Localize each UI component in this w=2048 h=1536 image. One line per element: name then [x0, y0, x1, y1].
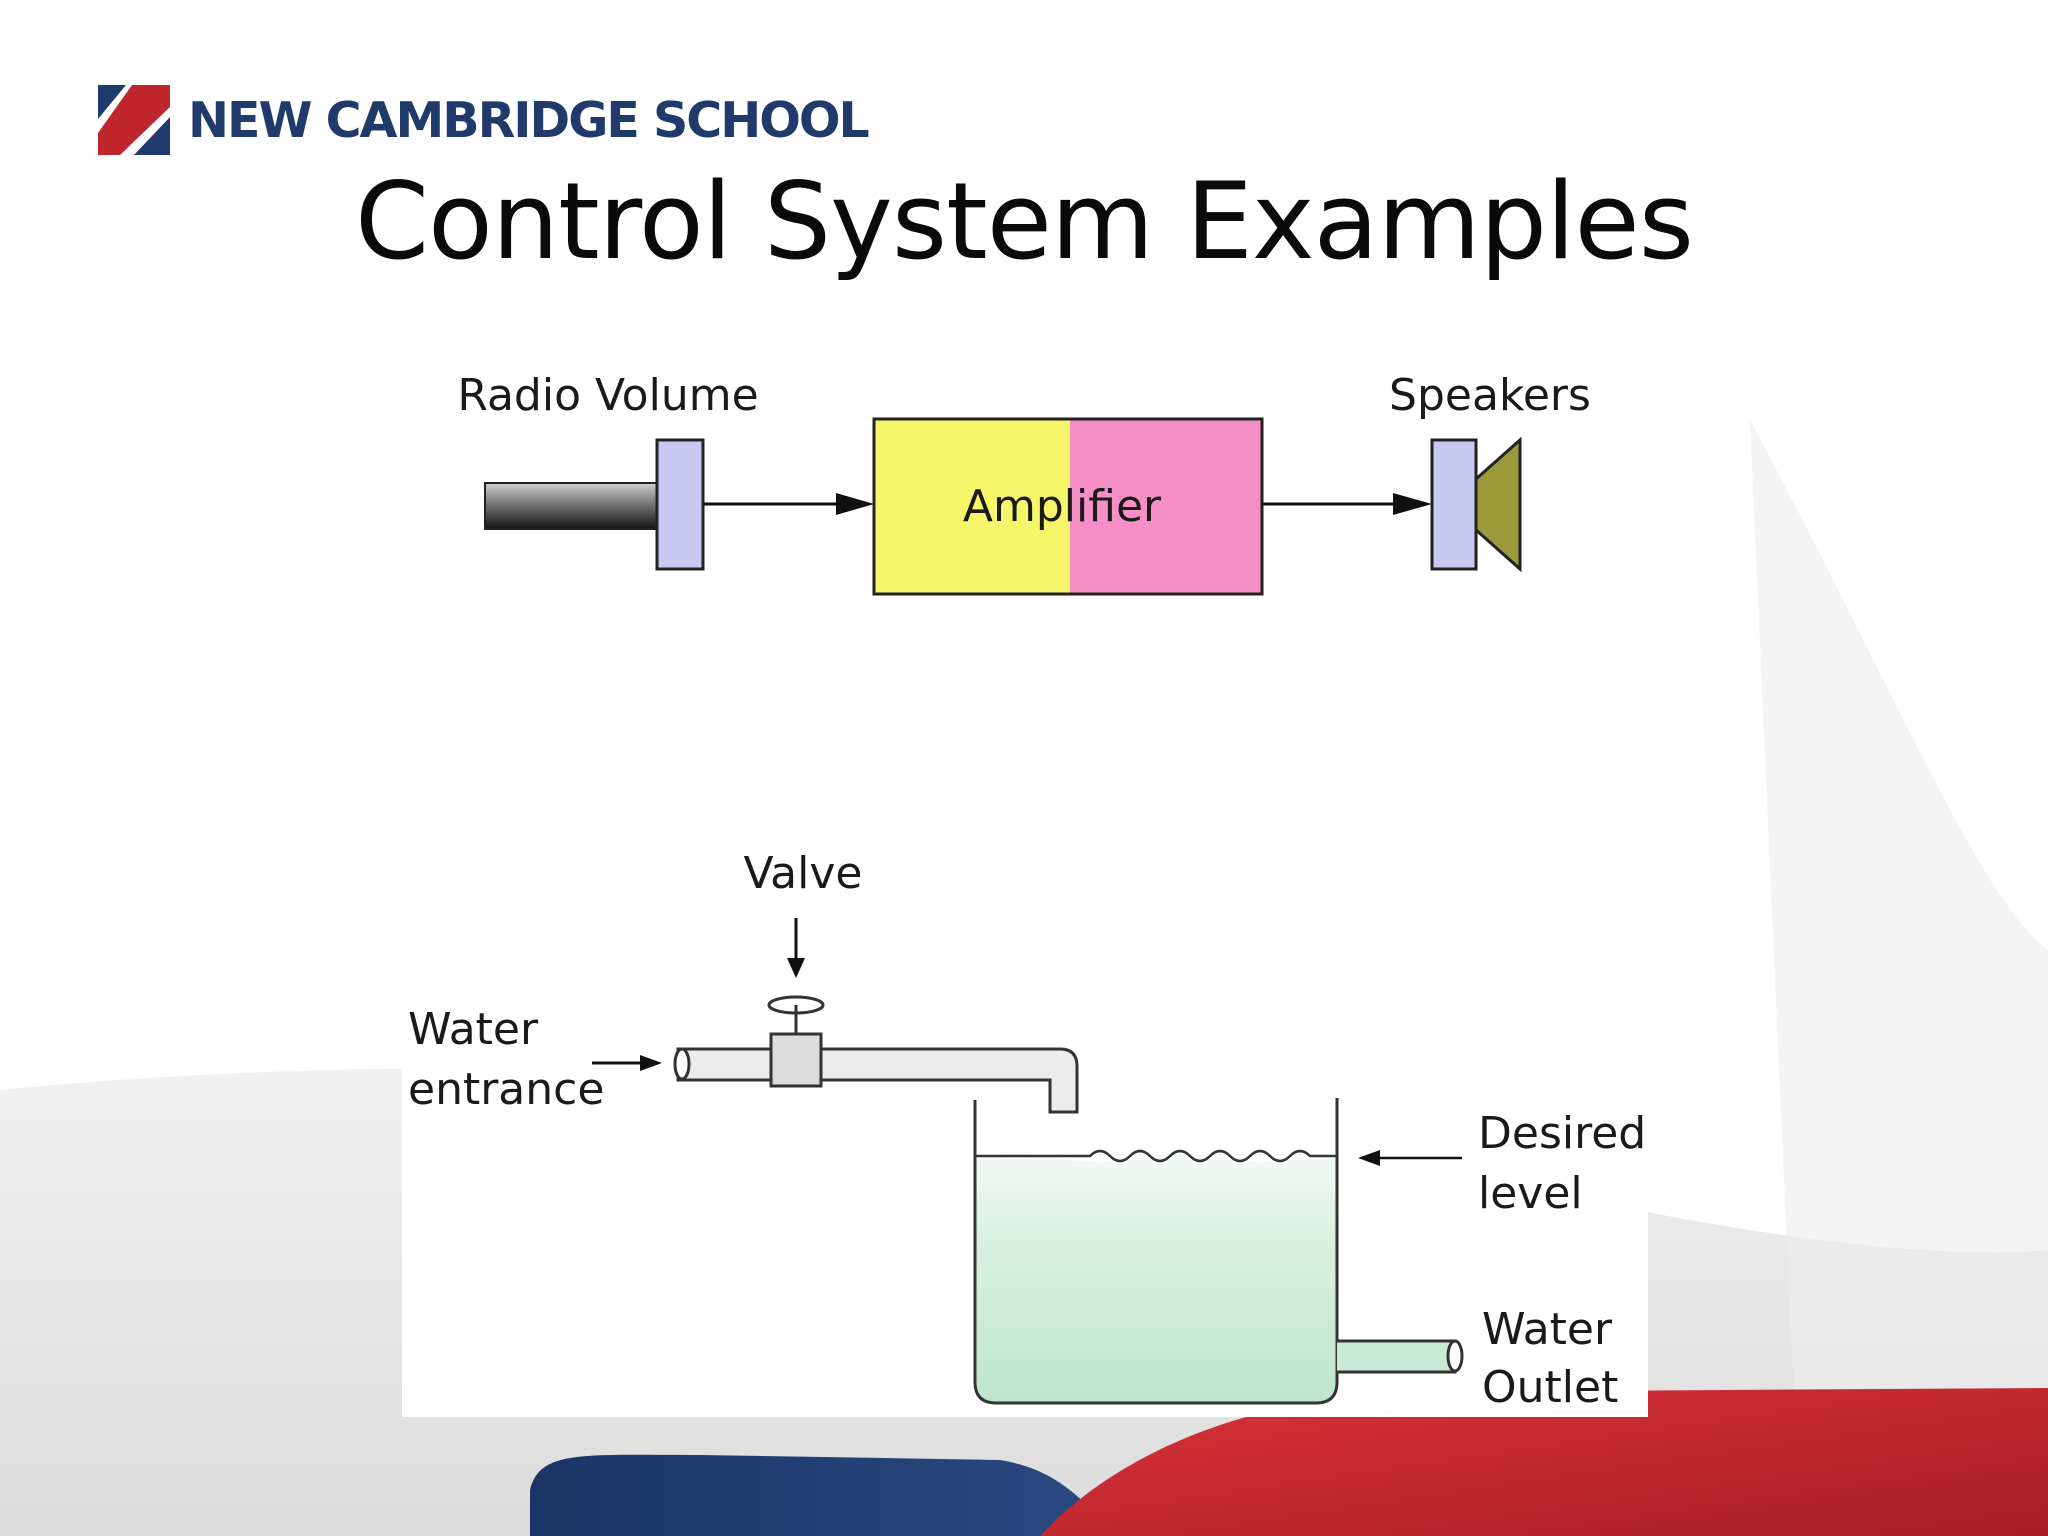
input-arrow-head: [836, 493, 874, 515]
volume-knob-plate: [655, 438, 705, 571]
tank-wall: [973, 1098, 1339, 1405]
valve-handle-icon: [767, 995, 825, 1015]
outlet-pipe-end: [1446, 1339, 1464, 1373]
amplifier-block-yellow: [874, 419, 1070, 594]
speaker-body: [1430, 438, 1478, 571]
pipe-inlet-end: [673, 1047, 691, 1081]
logo-flag-icon: [98, 85, 170, 155]
valve-arrow-head: [787, 958, 805, 978]
page-title: Control System Examples: [355, 160, 1694, 283]
amplifier-label: Amplifier: [963, 481, 1162, 532]
navy-band: [530, 1454, 1120, 1536]
water-outlet-label-line1: Water: [1482, 1304, 1613, 1355]
amplifier-block-pink: [1070, 419, 1262, 594]
speakers-label: Speakers: [1389, 370, 1591, 421]
logo-text: NEW CAMBRIDGE SCHOOL: [188, 91, 870, 149]
output-arrow-head: [1393, 493, 1432, 515]
water-outlet-label-line2: Outlet: [1482, 1362, 1618, 1413]
outlet-pipe: [1337, 1339, 1457, 1374]
inlet-arrow-head: [640, 1055, 662, 1071]
radio-volume-label: Radio Volume: [457, 370, 758, 421]
background-swoosh-right: [1750, 420, 2048, 1536]
water-surface-wave: [975, 1149, 1337, 1163]
water-entrance-label-line1: Water: [408, 1004, 539, 1055]
water-entrance-label-line2: entrance: [408, 1064, 604, 1115]
valve-body: [769, 1032, 823, 1088]
school-logo: NEW CAMBRIDGE SCHOOL: [98, 84, 870, 156]
volume-knob-shaft: [484, 482, 661, 530]
valve-label: Valve: [744, 848, 863, 899]
desired-level-label-line1: Desired: [1478, 1108, 1646, 1159]
water-fill: [975, 1154, 1337, 1403]
desired-level-arrow-head: [1358, 1150, 1380, 1166]
speaker-cone-icon: [1474, 436, 1522, 573]
red-band: [1040, 1388, 2048, 1536]
amplifier-block-border: [872, 417, 1264, 596]
desired-level-label-line2: level: [1478, 1168, 1583, 1219]
